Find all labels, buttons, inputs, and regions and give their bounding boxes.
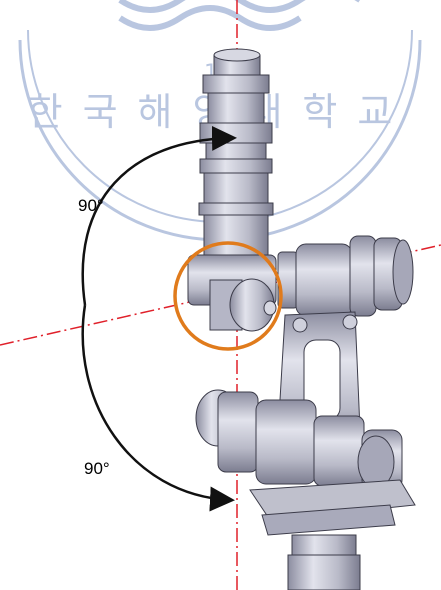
vertical-arm bbox=[198, 48, 274, 258]
lower-angle-label: 90° bbox=[84, 459, 110, 478]
upper-angle-label: 90° bbox=[78, 196, 104, 215]
upper-rotation-arrow bbox=[81, 125, 237, 306]
lower-horizontal-motor bbox=[195, 389, 403, 491]
base-pedestal bbox=[249, 479, 416, 590]
central-joint-housing bbox=[187, 254, 277, 332]
lower-rotation-arrow bbox=[81, 304, 235, 512]
joint-highlight-circle bbox=[173, 241, 283, 351]
upper-horizontal-motor bbox=[277, 235, 414, 317]
